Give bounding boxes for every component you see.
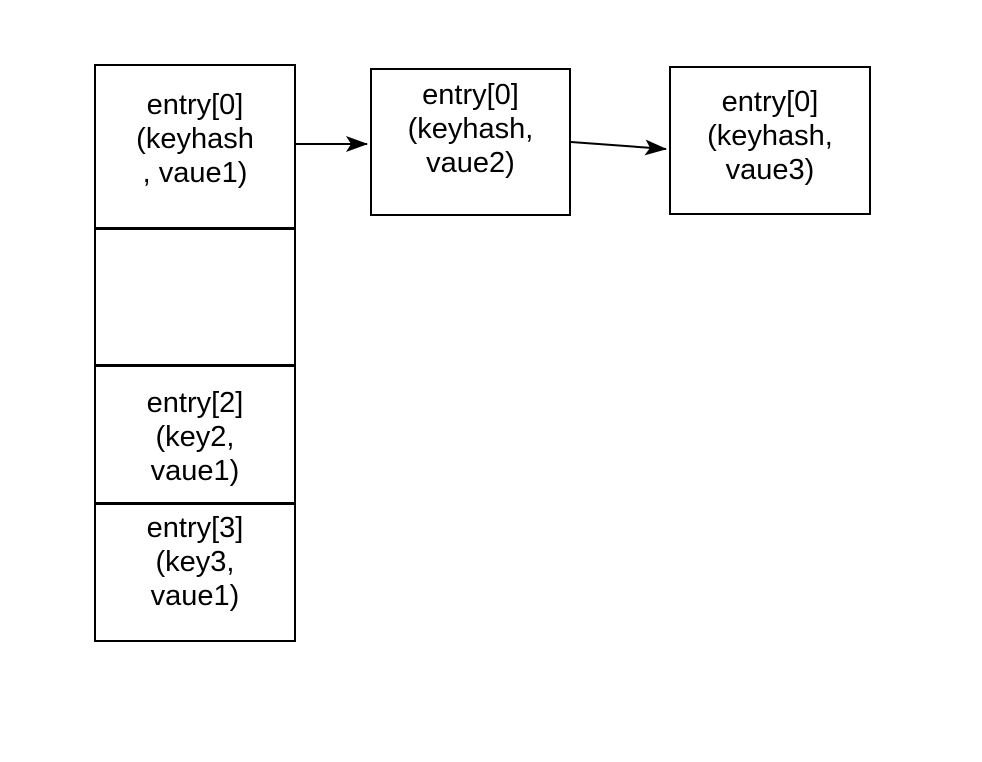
node-text-line: , vaue1)	[142, 157, 248, 189]
node-text-line: entry[0]	[422, 79, 519, 111]
node-text-line: (keyhash,	[707, 120, 833, 152]
bucket-cell-2: entry[2] (key2, vaue1)	[94, 365, 296, 504]
bucket-cell-1	[94, 228, 296, 366]
chain-node-1: entry[0] (keyhash, vaue2)	[370, 68, 571, 216]
bucket-array: entry[0] (keyhash , vaue1) entry[2] (key…	[94, 64, 296, 642]
node-text-line: entry[0]	[721, 86, 819, 118]
node-text-line: vaue1)	[150, 580, 240, 612]
arrow-node1-to-node2	[570, 139, 667, 156]
node-text-line: vaue2)	[426, 147, 515, 179]
node-text-line: (key2,	[155, 421, 235, 453]
node-text-line: (keyhash,	[407, 113, 534, 145]
node-text-line: vaue1)	[150, 455, 240, 487]
node-text-line: (keyhash	[136, 123, 254, 155]
node-text-line: vaue3)	[725, 154, 815, 186]
bucket-cell-0: entry[0] (keyhash , vaue1)	[94, 64, 296, 229]
node-text-line: entry[2]	[146, 387, 244, 419]
node-text-line: entry[0]	[146, 89, 244, 121]
chain-node-2: entry[0] (keyhash, vaue3)	[669, 66, 871, 215]
node-text-line: entry[3]	[146, 512, 244, 544]
node-text-line: (key3,	[155, 546, 235, 578]
bucket-cell-3: entry[3] (key3, vaue1)	[94, 503, 296, 642]
